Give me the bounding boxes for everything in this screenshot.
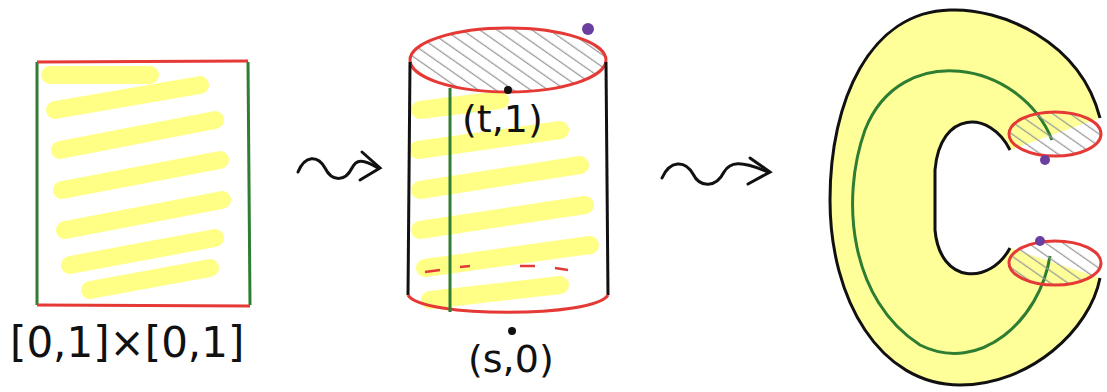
squiggle-arrow	[298, 152, 380, 180]
c-shaped-tube	[830, 10, 1101, 385]
square-figure	[37, 61, 250, 306]
math-label: (s,0)	[468, 340, 554, 378]
math-label: (t,1)	[462, 100, 543, 138]
squiggle-arrow	[662, 158, 770, 184]
math-label: [0,1]×[0,1]	[10, 322, 244, 364]
cylinder-figure	[408, 23, 608, 335]
